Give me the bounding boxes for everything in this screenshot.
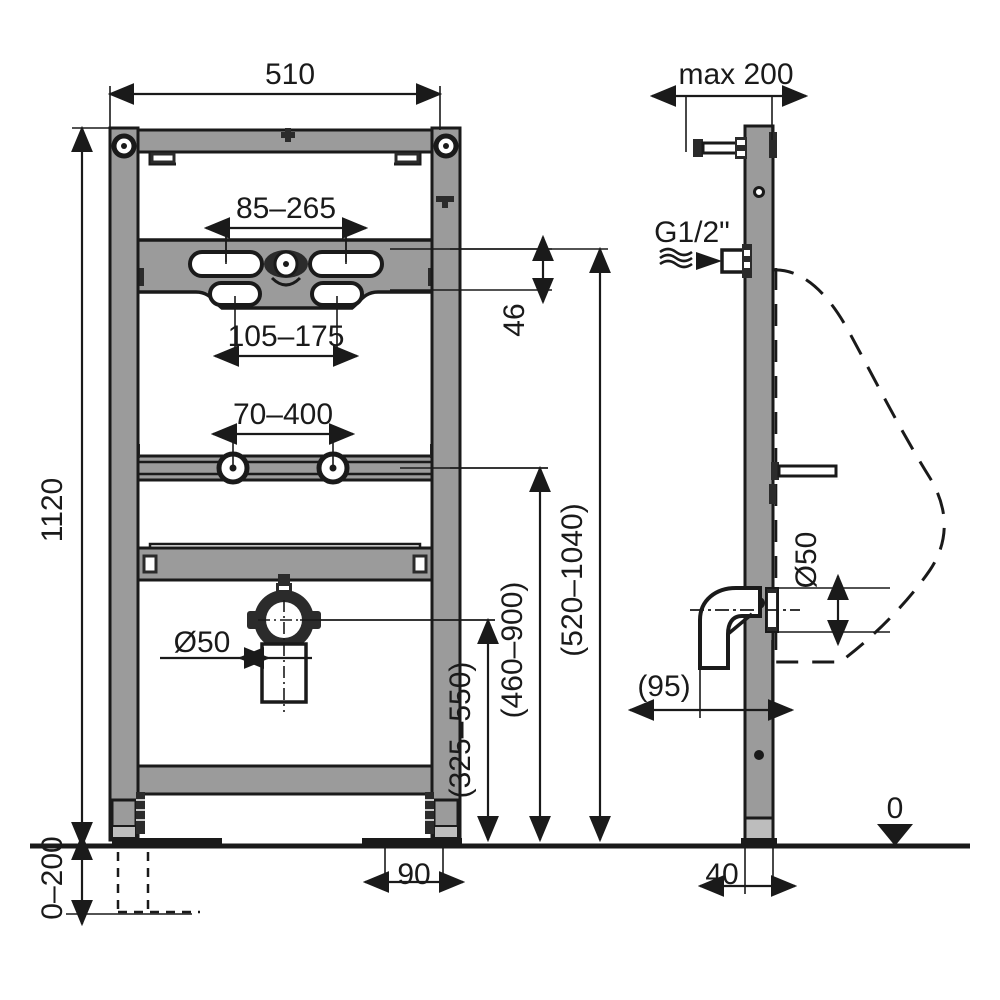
side-post (741, 124, 777, 847)
front-view (30, 126, 640, 914)
dim-90 (362, 848, 466, 893)
dimension-lines (66, 83, 890, 927)
front-drain-fitting (247, 583, 321, 712)
label-1120: 1120 (36, 478, 69, 543)
front-lower-rail (124, 764, 446, 796)
dim-0-200 (66, 833, 192, 927)
floor-level-symbol (877, 824, 913, 846)
label-g-half-inch: G1/2" (654, 216, 730, 249)
label-520-1040: (520–1040) (556, 503, 589, 656)
front-floor-line (30, 838, 640, 914)
dim-max-200 (649, 85, 809, 152)
label-46: 46 (498, 303, 531, 336)
dim-40 (697, 848, 798, 897)
front-mid-brace (124, 542, 446, 586)
side-view (620, 124, 970, 849)
label-front-d50: Ø50 (174, 626, 231, 659)
label-85-265: 85–265 (236, 192, 336, 225)
label-460-900: (460–900) (496, 582, 529, 719)
label-90: 90 (397, 858, 430, 891)
dim-520-1040 (450, 246, 611, 843)
front-right-post (425, 126, 462, 842)
side-mid-rod (771, 462, 838, 480)
dimension-texts: 510 1120 85–265 105–175 70–400 46 (325–5… (36, 58, 903, 920)
label-max-200: max 200 (678, 58, 793, 91)
dim-70-400 (210, 423, 356, 468)
label-side-d50: Ø50 (790, 532, 823, 589)
label-floor-zero: 0 (887, 792, 904, 825)
dim-510 (107, 83, 443, 130)
label-0-200: 0–200 (36, 836, 69, 919)
side-top-bolt (693, 137, 747, 159)
dim-95 (627, 640, 795, 721)
leader-lines (225, 228, 347, 264)
side-drain-elbow (690, 586, 800, 670)
front-upper-mounting-plate (132, 238, 440, 310)
water-flow-icon (659, 247, 722, 270)
label-40: 40 (705, 858, 738, 891)
side-water-inlet (659, 244, 752, 278)
label-95: (95) (637, 670, 690, 703)
dim-105-175 (212, 296, 360, 367)
front-left-post (108, 126, 145, 842)
label-70-400: 70–400 (233, 398, 333, 431)
label-510: 510 (265, 58, 315, 91)
dim-side-d50 (778, 573, 890, 647)
label-105-175: 105–175 (228, 320, 345, 353)
label-325-550: (325–550) (444, 662, 477, 799)
